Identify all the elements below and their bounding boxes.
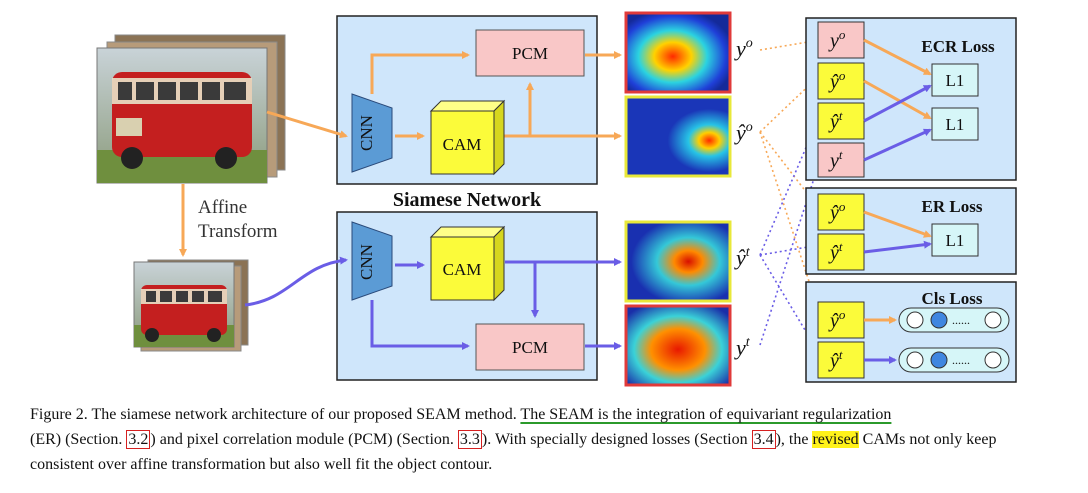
section-ref-link-1[interactable]: 3.2 [126, 430, 151, 449]
symbol-y-t: yt [734, 335, 751, 360]
svg-text:yt: yt [828, 147, 843, 172]
caption-part-2: (ER) (Section. [30, 431, 127, 448]
affine-label-2: Transform [198, 221, 278, 242]
cam-block-bottom: CAM [429, 225, 506, 302]
top-branch-arrows [266, 51, 622, 140]
cam-label-bottom: CAM [443, 260, 482, 279]
cnn-label-bottom: CNN [357, 244, 376, 280]
er-input-yhat-o [817, 193, 865, 231]
heatmap-yhat-t [624, 220, 732, 303]
svg-text:L1: L1 [946, 231, 965, 250]
caption-part-3: ) and pixel correlation module (PCM) (Se… [150, 431, 458, 448]
section-ref-link-2[interactable]: 3.3 [457, 430, 482, 449]
cls-input-yhat-t [817, 341, 865, 379]
er-l1 [931, 223, 979, 257]
er-loss-title: ER Loss [922, 197, 983, 216]
heatmap-y-o [624, 11, 732, 94]
ecr-loss-panel: ECR Loss yo ŷo ŷt yt L1 L1 [805, 17, 1017, 181]
output-symbols: yo ŷo ŷt yt [734, 36, 753, 360]
svg-text:ŷo: ŷo [828, 307, 846, 332]
pcm-label-bottom: PCM [512, 338, 548, 357]
heatmap-y-t [624, 304, 732, 387]
figure-caption: Figure 2. The siamese network architectu… [30, 402, 1058, 477]
cam-label-top: CAM [443, 135, 482, 154]
er-loss-panel: ER Loss ŷo ŷt L1 [805, 187, 1017, 275]
svg-text:yo: yo [828, 27, 846, 52]
caption-label: Figure 2. [30, 406, 88, 423]
pcm-block-bottom: PCM [475, 323, 585, 371]
symbol-yhat-t: ŷt [734, 245, 751, 270]
svg-text:ŷo: ŷo [828, 199, 846, 224]
symbol-yhat-o: ŷo [734, 120, 753, 145]
svg-text:......: ...... [952, 353, 970, 367]
er-input-yhat-t [817, 233, 865, 271]
ecr-l1-bottom [931, 107, 979, 141]
cls-loss-title: Cls Loss [922, 289, 983, 308]
svg-text:ŷo: ŷo [828, 68, 846, 93]
caption-highlighted-word: revised [812, 431, 859, 448]
caption-underlined-sentence: The SEAM is the integration of equivaria… [520, 406, 892, 423]
seam-architecture-diagram: Affine Transform Siamese Network CNN CNN… [96, 11, 1017, 387]
ecr-input-yhat-t [817, 102, 865, 140]
transformed-image-stack [133, 259, 249, 352]
ecr-input-y-o [817, 21, 865, 59]
siamese-network-title: Siamese Network [393, 189, 542, 211]
cls-input-yhat-o [817, 301, 865, 339]
affine-label-1: Affine [198, 197, 247, 218]
caption-part-4: ). With specially designed losses (Secti… [481, 431, 752, 448]
symbol-y-o: yo [734, 36, 753, 61]
svg-text:ŷt: ŷt [828, 108, 843, 133]
ecr-l1-top [931, 63, 979, 97]
class-activation-heatmap [624, 11, 732, 387]
caption-part-5: ), the [775, 431, 813, 448]
cls-loss-panel: Cls Loss ŷo ŷt ...... ...... [805, 281, 1017, 383]
cnn-label-top: CNN [357, 115, 376, 151]
cnn-block-bottom: CNN [351, 221, 393, 301]
cls-prediction-vector-o: ...... [898, 307, 1010, 333]
pcm-label-top: PCM [512, 44, 548, 63]
svg-text:L1: L1 [946, 115, 965, 134]
caption-part-6: CAMs not only keep consistent over affin… [30, 431, 997, 473]
cam-block-top: CAM [429, 99, 506, 176]
ecr-loss-title: ECR Loss [921, 37, 995, 56]
ecr-input-y-t [817, 142, 865, 178]
heatmap-yhat-o [624, 95, 732, 178]
section-ref-link-3[interactable]: 3.4 [751, 430, 776, 449]
svg-text:L1: L1 [946, 71, 965, 90]
red-bus-affine-transformed-photo [133, 261, 235, 348]
svg-text:ŷt: ŷt [828, 239, 843, 264]
cls-prediction-vector-t: ...... [898, 347, 1010, 373]
bottom-branch-arrows [244, 256, 622, 350]
caption-part-1: The siamese network architecture of our … [87, 406, 521, 423]
pcm-block-top: PCM [475, 29, 585, 77]
red-double-decker-bus-photo [96, 47, 268, 184]
svg-text:......: ...... [952, 313, 970, 327]
cnn-block-top: CNN [351, 93, 393, 173]
svg-text:ŷt: ŷt [828, 347, 843, 372]
input-image-stack [96, 34, 286, 184]
